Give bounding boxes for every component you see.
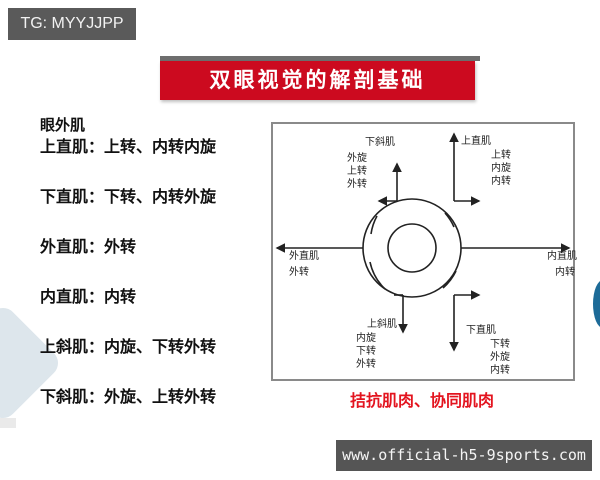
watermark-url: www.official-h5-9sports.com — [336, 440, 592, 471]
action-label: 外旋 — [490, 352, 510, 363]
muscle-action: 下转、内转外旋 — [104, 187, 217, 206]
label-medial-rectus: 内直肌 — [547, 251, 577, 262]
list-item: 上斜肌：内旋、下转外转 — [40, 336, 216, 358]
muscle-name: 内直肌： — [40, 287, 105, 306]
muscle-name: 上斜肌： — [40, 337, 105, 356]
muscle-name: 下斜肌： — [40, 387, 105, 406]
muscle-action: 内旋、下转外转 — [104, 337, 217, 356]
muscle-action: 上转、内转内旋 — [104, 137, 217, 156]
action-label: 上转 — [491, 150, 511, 161]
action-label: 外转 — [347, 179, 367, 190]
action-label: 下转 — [356, 346, 376, 357]
slide-title: 双眼视觉的解剖基础 — [160, 61, 475, 100]
action-label: 内旋 — [491, 163, 511, 174]
title-accent-bar — [160, 56, 480, 61]
muscle-name: 上直肌： — [40, 137, 105, 156]
action-label: 下转 — [490, 339, 510, 350]
list-item: 内直肌：内转 — [40, 286, 216, 308]
label-inferior-oblique: 下斜肌 — [365, 137, 395, 148]
watermark-badge: TG: MYYJJPP — [8, 8, 136, 40]
label-lateral-rectus: 外直肌 — [289, 251, 319, 262]
muscle-name: 外直肌： — [40, 237, 105, 256]
action-label: 内转 — [491, 176, 511, 187]
list-item: 下斜肌：外旋、上转外转 — [40, 386, 216, 408]
label-inferior-rectus: 下直肌 — [466, 325, 496, 336]
label-superior-rectus: 上直肌 — [461, 136, 491, 147]
action-label: 外转 — [356, 359, 376, 370]
eye-muscle-diagram: 下斜肌 外旋 上转 外转 上直肌 上转 内旋 内转 外直肌 外转 内直肌 内转 … — [271, 122, 577, 381]
muscle-action: 外转 — [104, 237, 137, 256]
diagram-caption: 拮抗肌肉、协同肌肉 — [350, 391, 495, 410]
muscle-action: 外旋、上转外转 — [104, 387, 217, 406]
action-label: 内转 — [490, 365, 510, 376]
action-label: 外转 — [289, 267, 309, 278]
decorative-shape — [0, 418, 16, 428]
muscle-action: 内转 — [104, 287, 137, 306]
muscle-name: 下直肌： — [40, 187, 105, 206]
list-heading: 眼外肌 — [40, 116, 86, 134]
action-label: 内转 — [555, 267, 575, 278]
label-superior-oblique: 上斜肌 — [367, 319, 397, 330]
action-label: 外旋 — [347, 153, 367, 164]
list-item: 下直肌：下转、内转外旋 — [40, 186, 216, 208]
list-item: 外直肌：外转 — [40, 236, 216, 258]
action-label: 上转 — [347, 166, 367, 177]
extraocular-muscle-list: 眼外肌 上直肌：上转、内转内旋 下直肌：下转、内转外旋 外直肌：外转 内直肌：内… — [40, 114, 216, 436]
action-label: 内旋 — [356, 333, 376, 344]
eye-diagram-graphic — [275, 132, 571, 352]
list-item: 上直肌：上转、内转内旋 — [40, 136, 216, 158]
decorative-circle — [593, 280, 600, 328]
